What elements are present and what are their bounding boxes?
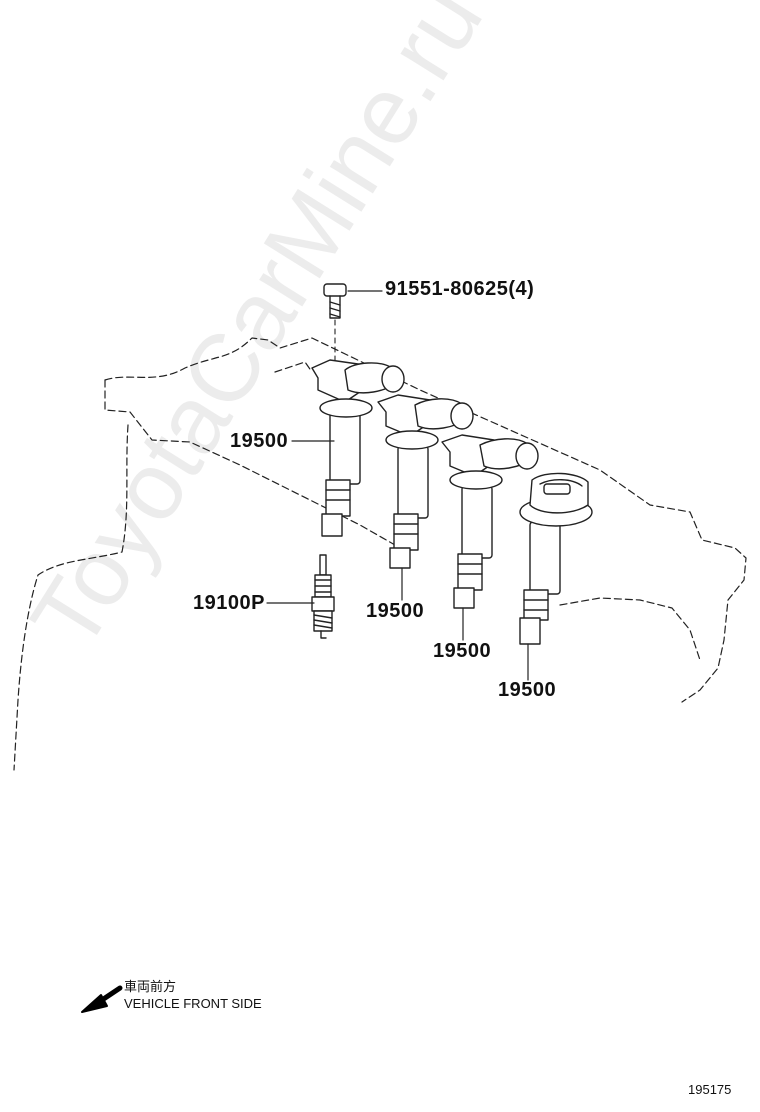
label-coil-2: 19500 [366,600,425,622]
leader-lines [266,290,529,681]
ignition-coil-3 [441,434,539,609]
label-coil-1: 19500 [230,430,289,452]
spark-plug [311,554,335,639]
ignition-coil-4 [519,472,593,645]
direction-label-english: VEHICLE FRONT SIDE [124,996,262,1011]
direction-label-japanese: 車両前方 [124,979,177,994]
figure-id: 195175 [688,1082,732,1097]
label-bolt: 91551-80625(4) [385,278,535,300]
arrow-down-left-icon [81,985,123,1013]
engine-head-outline [13,337,747,771]
label-coil-3: 19500 [433,640,492,662]
label-coil-4: 19500 [498,679,557,701]
ignition-coil-2 [377,394,474,569]
bolt-91551 [323,283,347,369]
ignition-coil-1 [311,359,405,537]
label-spark-plug: 19100P [193,592,265,614]
